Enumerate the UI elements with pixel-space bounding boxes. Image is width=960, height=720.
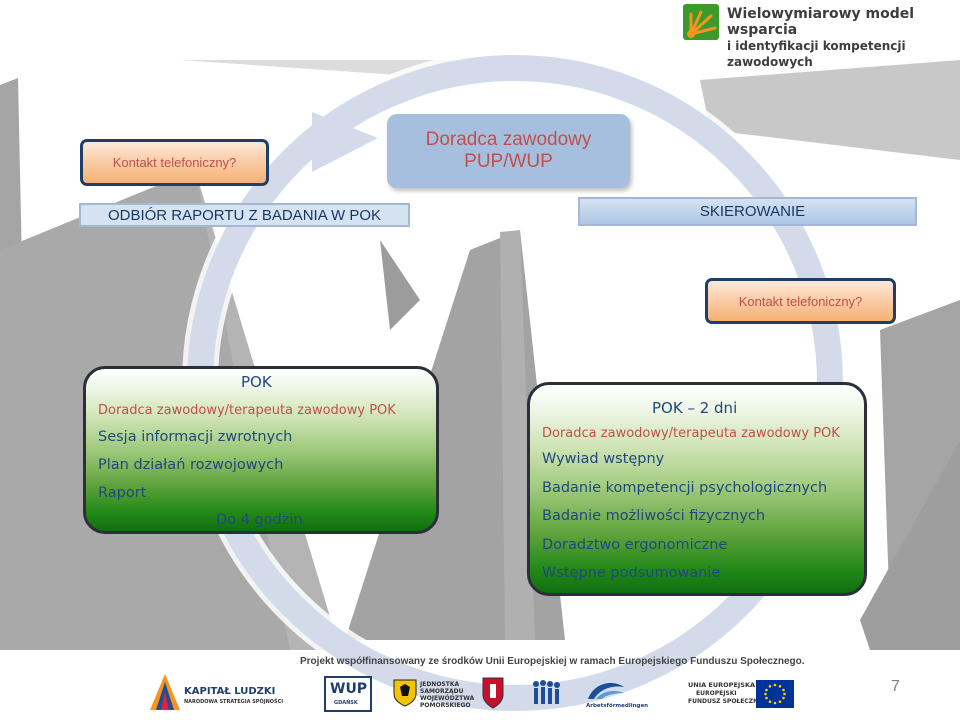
pok-subtitle: Doradca zawodowy/terapeuta zawodowy POK (98, 403, 396, 418)
wup-logo-subtext: GDAŃSK (334, 700, 358, 706)
header-title: Wielowymiarowy model wsparcia i identyfi… (727, 6, 960, 70)
project-logo-icon (683, 4, 719, 40)
pok-two-days-item: Doradztwo ergonomiczne (542, 537, 728, 553)
municipal-crest-icon (482, 677, 504, 709)
footer-cofinancing-text: Projekt współfinansowany ze środków Unii… (300, 656, 805, 667)
kapital-ludzki-subtitle: NARODOWA STRATEGIA SPÓJNOŚCI (184, 699, 284, 705)
pok-two-days-title: POK – 2 dni (652, 399, 738, 417)
samorzad-logo: JEDNOSTKA SAMORZĄDU WOJEWÓDZTWA POMORSKI… (420, 681, 474, 711)
pok-duration: Do 4 godzin (216, 512, 303, 528)
page-number: 7 (891, 678, 900, 695)
header-title-line2: i identyfikacji kompetencji zawodowych (727, 39, 906, 69)
advisor-title: Doradca zawodowy (425, 129, 592, 150)
arbetsformedlingen-logo: Arbetsförmedlingen (586, 677, 648, 711)
pok-session-box: POK Doradca zawodowy/terapeuta zawodowy … (83, 366, 439, 534)
eu-flag-icon (756, 680, 794, 708)
people-group-icon (533, 680, 560, 704)
arbetsformedlingen-text: Arbetsförmedlingen (586, 703, 649, 709)
kapital-ludzki-icon (150, 674, 180, 710)
contact-box-right: Kontakt telefoniczny? (705, 278, 896, 324)
pok-two-days-item: Badanie możliwości fizycznych (542, 508, 766, 524)
samorzad-line4: POMORSKIEGO (420, 702, 471, 709)
eu-text-logo: UNIA EUROPEJSKA EUROPEJSKI FUNDUSZ SPOŁE… (688, 681, 763, 711)
pok-two-days-item: Wstępne podsumowanie (542, 565, 721, 581)
kapital-ludzki-logo: KAPITAŁ LUDZKI NARODOWA STRATEGIA SPÓJNO… (148, 672, 298, 714)
pok-title: POK (241, 373, 272, 391)
eu-line3: FUNDUSZ SPOŁECZNY (688, 698, 763, 705)
pok-two-days-item: Badanie kompetencji psychologicznych (542, 480, 828, 496)
header-title-line1: Wielowymiarowy model wsparcia (727, 6, 915, 38)
advisor-pup-wup-box: Doradca zawodowy PUP/WUP (387, 114, 630, 188)
samorzad-line1: JEDNOSTKA (420, 681, 460, 688)
pok-item: Sesja informacji zwrotnych (98, 429, 293, 445)
eu-line2: EUROPEJSKI (696, 690, 737, 697)
pomorskie-crest-icon (393, 679, 417, 707)
samorzad-line2: SAMORZĄDU (420, 688, 464, 695)
contact-box-left: Kontakt telefoniczny? (80, 139, 269, 186)
pok-two-days-subtitle: Doradca zawodowy/terapeuta zawodowy POK (542, 426, 840, 441)
samorzad-line3: WOJEWÓDZTWA (420, 695, 475, 702)
advisor-org: PUP/WUP (464, 151, 553, 172)
kapital-ludzki-title: KAPITAŁ LUDZKI (184, 686, 276, 697)
pok-two-days-item: Wywiad wstępny (542, 451, 665, 467)
pok-item: Raport (98, 485, 147, 501)
pok-item: Plan działań rozwojowych (98, 457, 284, 473)
arbetsformedlingen-icon (588, 683, 624, 699)
wup-logo-text: WUP (330, 681, 368, 697)
report-reception-bar: ODBIÓR RAPORTU Z BADANIA W POK (79, 203, 410, 227)
referral-bar: SKIEROWANIE (578, 197, 917, 226)
eu-line1: UNIA EUROPEJSKA (688, 681, 756, 689)
wup-logo: WUP GDAŃSK (324, 676, 372, 712)
pok-two-days-box: POK – 2 dni Doradca zawodowy/terapeuta z… (527, 382, 867, 596)
